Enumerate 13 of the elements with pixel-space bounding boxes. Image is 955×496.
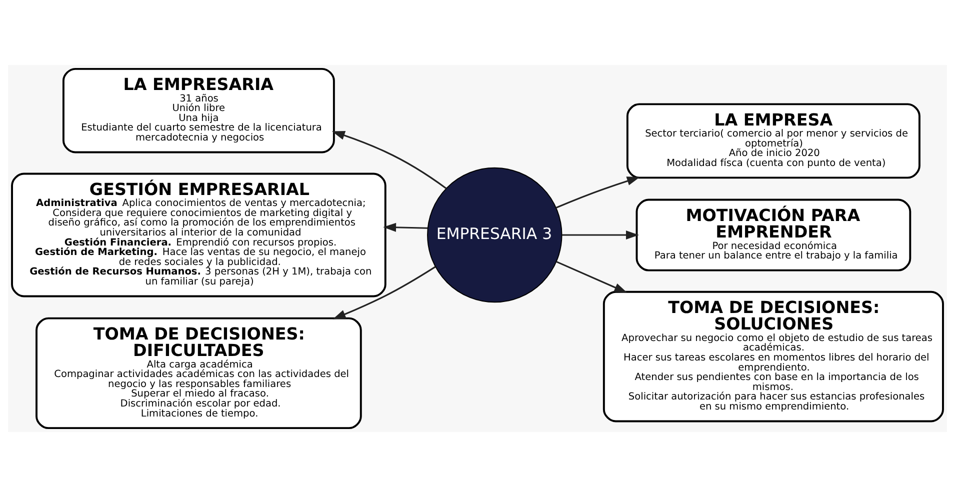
node-box: LA EMPRESA Sector terciario( comercio al por menor y servicios de optometría) Año de inicio 2020 Modalidad físca (cuenta con punto de venta) bbox=[626, 102, 920, 178]
node-box: LA EMPRESARIA 31 años Unión libre Una hija Estudiante del cuarto semestre de la licenciatura mercadotecnia y negocios bbox=[62, 67, 335, 153]
node-box: GESTIÓN EMPRESARIAL Administrativa Aplica conocimientos de ventas y mercadotecnia; Considera que requiere conocimientos de marketing digital y diseño gráfico, así como la promoción de los emprendimientos universitarios al interior de la comunidad Gestión Financiera. Emprendió con recursos propios. Gestión de Marketing. Hace las ventas de su negocio, el manejo de redes sociales y la publicidad. Gestión de Recursos Humanos. 3 personas (2H y 1M), trabaja con un familiar (su pareja) bbox=[11, 172, 386, 297]
arrow bbox=[332, 130, 447, 189]
arrow bbox=[556, 176, 640, 208]
node-circle: EMPRESARIA 3 bbox=[427, 166, 562, 302]
arrow bbox=[556, 260, 628, 292]
node-box: TOMA DE DECISIONES: DIFICULTADES Alta carga académica Compaginar actividades académicas con las actividades del negocio y las responsables familiares Superar el miedo al fracaso. Discriminación escolar por edad. Limitaciones de tiempo. bbox=[36, 316, 362, 429]
arrow bbox=[383, 222, 428, 232]
arrow bbox=[332, 266, 436, 319]
node-box: TOMA DE DECISIONES: SOLUCIONES Aprovechar su negocio como el objeto de estudio de sus tareas académicas. Hacer sus tareas escolares en momentos libres del horario del emprendiento. Atender sus pendientes con base en la importancia de los mismos. Solicitar autorización para hacer sus estancias profesionales en su mismo emprendimiento. bbox=[602, 290, 944, 422]
node-box: MOTIVACIÓN PARA EMPRENDER Por necesidad económica Para tener un balance entre el trabajo y la familia bbox=[636, 198, 912, 271]
arrow bbox=[562, 230, 639, 240]
